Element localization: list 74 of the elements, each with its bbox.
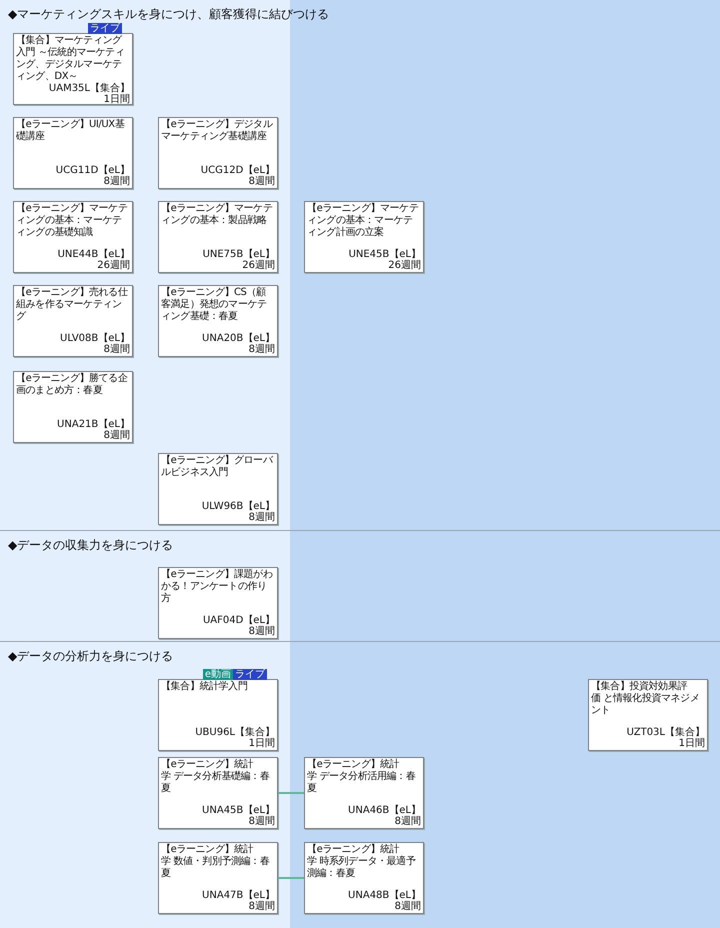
connector-line bbox=[278, 877, 304, 879]
course-code: UAM35L【集合】 bbox=[48, 83, 130, 94]
course-card bbox=[158, 842, 278, 914]
course-code: UNA46B【eL】 bbox=[347, 805, 421, 816]
course-card bbox=[158, 453, 278, 525]
course-code: UZT03L【集合】 bbox=[626, 727, 705, 738]
course-title: 【eラーニング】課題がわかる！アンケートの作り方 bbox=[161, 569, 274, 606]
course-code: UNA20B【eL】 bbox=[201, 333, 275, 344]
format-tag: ライブ bbox=[233, 669, 267, 680]
connector-line bbox=[278, 792, 304, 794]
course-duration: 1日間 bbox=[248, 738, 275, 749]
course-title: 【集合】統計学入門 bbox=[161, 681, 248, 694]
course-duration: 8週間 bbox=[248, 626, 275, 637]
course-title: 【eラーニング】勝てる企画のまとめ方：春夏 bbox=[16, 373, 128, 398]
course-duration: 8週間 bbox=[102, 344, 130, 355]
course-card bbox=[13, 285, 133, 357]
section-heading: ◆マーケティングスキルを身につけ、顧客獲得に結びつける bbox=[8, 6, 330, 22]
course-card bbox=[158, 285, 278, 357]
course-duration: 26週間 bbox=[241, 260, 275, 271]
course-title: 【eラーニング】CS（顧客満足）発想のマーケティング基礎：春夏 bbox=[161, 287, 268, 324]
course-title: 【eラーニング】統計学 データ分析活用編：春夏 bbox=[307, 759, 416, 796]
course-duration: 8週間 bbox=[248, 344, 275, 355]
format-tag: ライブ bbox=[88, 23, 122, 34]
course-title: 【eラーニング】デジタルマーケティング基礎講座 bbox=[161, 119, 274, 144]
course-duration: 8週間 bbox=[248, 176, 275, 187]
section-heading: ◆データの収集力を身につける bbox=[8, 537, 174, 554]
course-code: UBU96L【集合】 bbox=[194, 727, 275, 738]
course-code: UNA45B【eL】 bbox=[201, 805, 275, 816]
course-duration: 8週間 bbox=[248, 512, 275, 523]
course-card bbox=[304, 201, 424, 273]
course-code: UCG11D【eL】 bbox=[54, 165, 130, 176]
course-title: 【eラーニング】グローバルビジネス入門 bbox=[161, 455, 274, 480]
course-title: 【eラーニング】売れる仕組みを作るマーケティング bbox=[16, 287, 129, 324]
section-heading: ◆データの分析力を身につける bbox=[8, 648, 174, 665]
course-duration: 1日間 bbox=[678, 738, 705, 749]
course-code: UNA47B【eL】 bbox=[201, 890, 275, 901]
course-duration: 8週間 bbox=[102, 430, 130, 441]
course-title: 【集合】マーケティング入門 ～伝統的マーケティング、デジタルマーケティング、DX～ bbox=[16, 35, 126, 82]
course-card bbox=[13, 117, 133, 189]
course-title: 【eラーニング】統計学 データ分析基礎編：春夏 bbox=[161, 759, 270, 796]
course-card bbox=[158, 757, 278, 829]
course-code: ULV08B【eL】 bbox=[59, 333, 130, 344]
course-duration: 8週間 bbox=[394, 816, 421, 827]
course-code: UNE44B【eL】 bbox=[56, 249, 130, 260]
course-duration: 26週間 bbox=[96, 260, 130, 271]
course-title: 【集合】投資対効果評価 と情報化投資マネジメント bbox=[591, 681, 700, 718]
format-tag: e動画 bbox=[202, 669, 233, 680]
course-card bbox=[13, 371, 133, 443]
course-title: 【eラーニング】統計学 時系列データ・最適予測編：春夏 bbox=[307, 844, 416, 881]
course-duration: 8週間 bbox=[102, 176, 130, 187]
course-title: 【eラーニング】マーケティングの基本：マーケティングの基礎知識 bbox=[16, 203, 128, 240]
course-title: 【eラーニング】マーケティングの基本：製品戦略 bbox=[161, 203, 274, 228]
course-duration: 8週間 bbox=[248, 901, 275, 912]
course-card bbox=[304, 757, 424, 829]
course-duration: 8週間 bbox=[394, 901, 421, 912]
course-code: UNA48B【eL】 bbox=[347, 890, 421, 901]
course-card bbox=[158, 567, 278, 639]
course-card bbox=[588, 679, 708, 751]
course-card bbox=[13, 201, 133, 273]
course-duration: 1日間 bbox=[102, 94, 130, 105]
course-code: UCG12D【eL】 bbox=[200, 165, 275, 176]
course-card bbox=[158, 201, 278, 273]
course-code: UNE75B【eL】 bbox=[202, 249, 275, 260]
course-title: 【eラーニング】マーケティングの基本：マーケティング計画の立案 bbox=[307, 203, 420, 240]
course-card bbox=[158, 117, 278, 189]
course-title: 【eラーニング】UI/UX基礎講座 bbox=[16, 119, 126, 144]
course-code: UNE45B【eL】 bbox=[348, 249, 421, 260]
course-duration: 8週間 bbox=[248, 816, 275, 827]
course-code: UNA21B【eL】 bbox=[56, 419, 130, 430]
course-title: 【eラーニング】統計学 数値・判別予測編：春夏 bbox=[161, 844, 270, 881]
course-code: UAF04D【eL】 bbox=[202, 615, 275, 626]
course-code: ULW96B【eL】 bbox=[200, 501, 275, 512]
course-duration: 26週間 bbox=[387, 260, 421, 271]
course-card bbox=[304, 842, 424, 914]
